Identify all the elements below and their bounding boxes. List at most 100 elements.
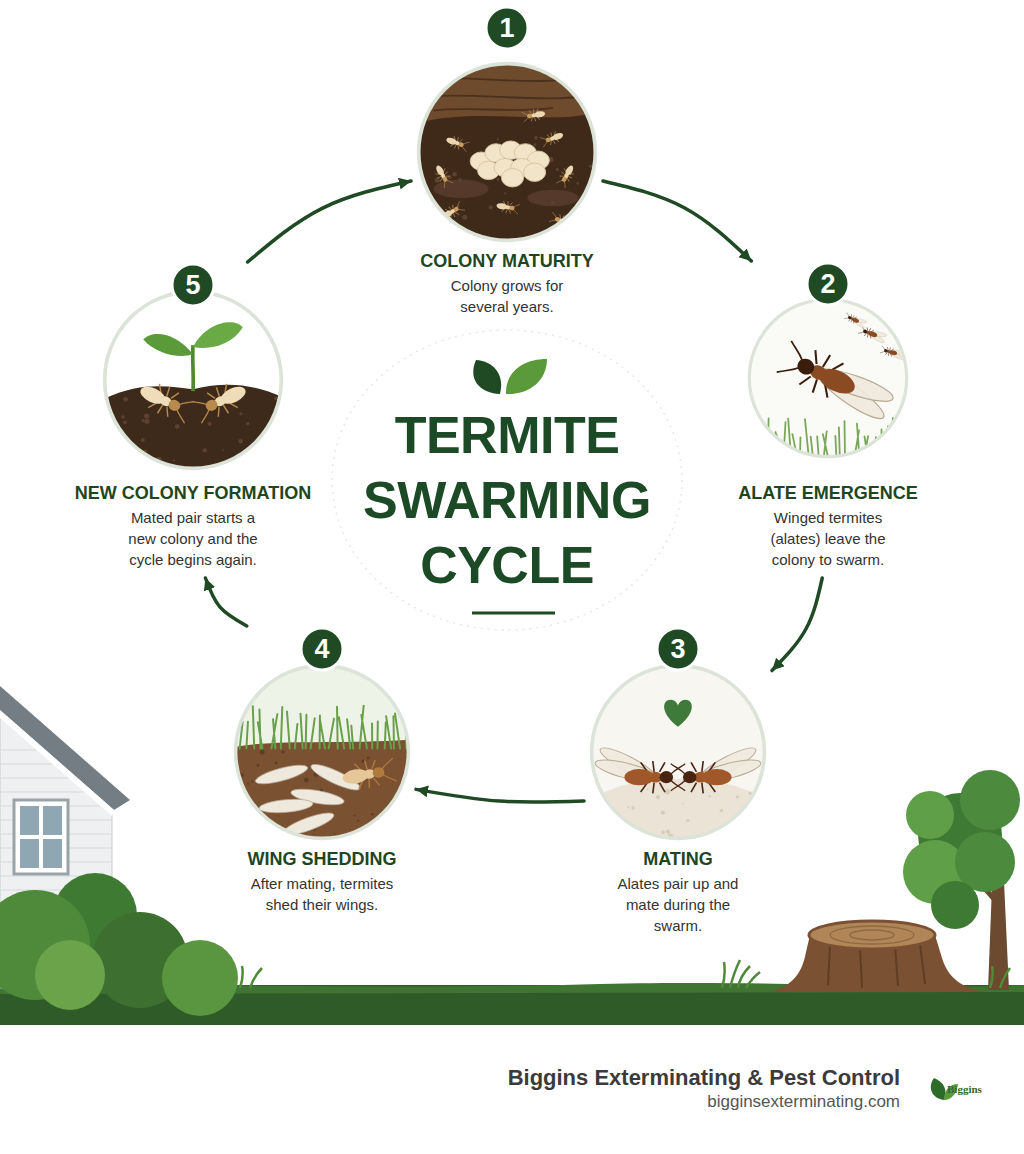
termite-wing — [593, 756, 659, 786]
soil-speck — [203, 448, 207, 452]
termite-head — [527, 113, 533, 118]
soil-speck — [422, 234, 427, 239]
step-badge: 1 — [484, 5, 530, 51]
leaf-icon — [473, 359, 547, 394]
stage-node: MATINGAlates pair up and mate during the… — [584, 626, 772, 944]
soil-speck — [357, 820, 359, 822]
grass-tufts — [240, 960, 1010, 988]
stage-node: WING SHEDDING After mating, termites shed… — [228, 626, 416, 923]
soil-speck — [435, 177, 440, 182]
stage-description: Colony grows for several years. — [437, 275, 577, 317]
soil-speck — [247, 783, 249, 785]
soil-speck — [334, 833, 336, 835]
termite — [135, 377, 196, 426]
soil-speck — [123, 397, 128, 402]
step-badge: 3 — [655, 626, 701, 672]
logo-wordmark: Biggins — [947, 1083, 982, 1095]
soil-speck — [246, 422, 249, 425]
soil-speck — [748, 792, 751, 795]
illustration-content — [746, 296, 910, 460]
soil-speck — [661, 810, 665, 814]
stage-description: After mating, termites shed their wings. — [237, 873, 407, 915]
soil-speck — [239, 412, 242, 415]
soil-speck — [736, 795, 739, 798]
soil-speck — [238, 439, 243, 444]
termite-head — [660, 771, 674, 783]
stage-description: Winged termites (alates) leave the colon… — [753, 507, 903, 570]
sprout-leaf — [143, 334, 193, 356]
step-badge: 5 — [170, 262, 216, 308]
termite-head — [453, 206, 460, 212]
website-url: bigginsexterminating.com — [707, 1092, 900, 1112]
step-badge: 4 — [299, 626, 345, 672]
cycle-arrow — [248, 181, 411, 262]
stage-description: Alates pair up and mate during the swarm… — [611, 873, 746, 936]
bushes — [162, 940, 238, 1016]
tree-stump — [770, 921, 985, 992]
illustration-ground — [588, 662, 768, 842]
dotted-ring — [332, 330, 682, 630]
soil — [232, 739, 412, 842]
diagram-title: TERMITE SWARMING CYCLE — [337, 403, 677, 598]
soil-speck — [130, 455, 134, 459]
callout-number: 1 — [484, 5, 530, 51]
soil-speck — [428, 234, 431, 237]
termite-head — [442, 176, 448, 183]
soil-speck — [123, 420, 127, 424]
stage-node: ALATE EMERGENCE Winged termites (alates) … — [732, 261, 924, 578]
soil-speck — [709, 795, 712, 798]
sprout-leaf — [193, 322, 243, 348]
termite — [671, 743, 763, 794]
termite-head — [848, 316, 852, 320]
soil-speck — [116, 435, 119, 438]
soil-speck — [595, 179, 598, 182]
tree-stump — [850, 930, 894, 940]
illustration-ground — [101, 288, 285, 472]
stage-heading: WING SHEDDING — [247, 848, 396, 870]
stage-description: Mated pair starts a new colony and the c… — [118, 507, 268, 570]
grass-tufts — [240, 960, 1010, 988]
soil-speck — [409, 826, 412, 831]
soil-speck — [103, 410, 106, 413]
house — [14, 800, 68, 874]
bushes — [35, 940, 105, 1010]
termite — [432, 163, 454, 189]
termite-head — [204, 398, 219, 413]
soil-speck — [448, 175, 452, 179]
soil-speck — [497, 138, 499, 140]
termite — [444, 133, 470, 152]
soil-speck — [666, 829, 670, 833]
soil-speck — [101, 468, 104, 472]
soil-speck — [371, 813, 374, 816]
soil-speck — [260, 446, 262, 448]
soil-speck — [275, 761, 278, 764]
soil-speck — [646, 788, 648, 790]
soil-speck — [462, 215, 467, 220]
soil-speck — [504, 192, 506, 194]
tree — [906, 791, 954, 839]
soil-speck — [314, 829, 316, 831]
soil-speck — [208, 422, 212, 426]
shed-wing — [254, 761, 309, 787]
circle-outline — [236, 666, 409, 839]
termite — [540, 129, 566, 148]
grass-blades — [232, 706, 406, 749]
termite-head — [863, 329, 868, 334]
termite-head — [561, 176, 567, 183]
termite — [522, 107, 547, 123]
termite-head — [458, 142, 464, 148]
house — [20, 806, 39, 835]
stage-node: COLONY MATURITYColony grows for several … — [411, 5, 603, 325]
stage-heading: NEW COLONY FORMATION — [75, 482, 311, 504]
illustration-ground — [415, 60, 599, 244]
bushes — [0, 873, 238, 1016]
stage-heading: ALATE EMERGENCE — [738, 482, 918, 504]
termite — [495, 199, 520, 215]
leaf-icon — [506, 359, 547, 394]
illustration-content — [415, 60, 599, 244]
soil-speck — [121, 415, 125, 419]
termite-head — [372, 766, 385, 778]
soil-speck — [304, 778, 309, 783]
termite — [340, 756, 397, 793]
callout-number: 5 — [170, 262, 216, 308]
